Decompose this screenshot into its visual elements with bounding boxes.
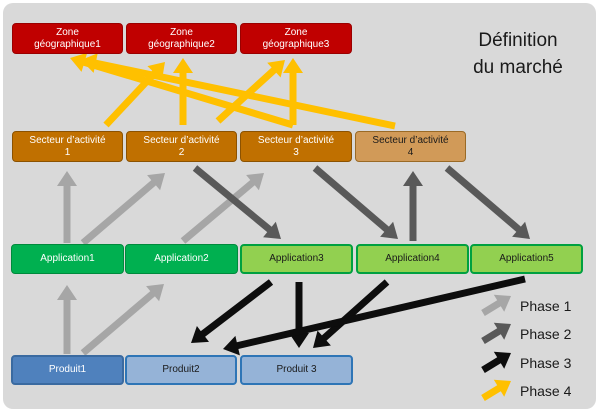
zone-box-2: Zone géographique2 [126, 23, 237, 54]
phase3-arrow-application3-produit3 [289, 282, 309, 348]
phase1-arrow-application1-secteur2 [80, 173, 165, 246]
legend-label-phase-3: Phase 3 [520, 355, 572, 371]
secteur-box-1: Secteur d’activité 1 [12, 131, 123, 162]
legend-label-phase-2: Phase 2 [520, 326, 572, 342]
phase2-arrow-secteur3-application4 [312, 165, 398, 239]
produit-box-1: Produit1 [11, 355, 124, 385]
phase3-arrow-application4-produit3 [313, 279, 390, 348]
legend-label-phase-1: Phase 1 [520, 298, 572, 314]
zone-box-3: Zone géographique3 [240, 23, 352, 54]
phase4-arrow-secteur3-zone3 [283, 58, 303, 125]
legend-arrow-phase-2-icon [481, 322, 511, 344]
diagram-canvas: Définition du marché Zone géographique1 … [3, 3, 596, 409]
legend-arrow-phase-3-icon [481, 351, 511, 373]
phase4-arrow-secteur4-zone1 [81, 53, 396, 130]
arrows-layer [57, 52, 530, 401]
application-box-1: Application1 [11, 244, 124, 274]
secteur-box-2: Secteur d’activité 2 [126, 131, 237, 162]
diagram-title: Définition du marché [473, 30, 563, 78]
legend-label-phase-4: Phase 4 [520, 383, 572, 399]
phase1-arrow-application2-secteur3 [180, 173, 264, 244]
phase2-arrow-application4-secteur4 [403, 171, 423, 241]
secteur-box-3: Secteur d’activité 3 [240, 131, 352, 162]
legend-arrow-phase-1-icon [481, 294, 511, 316]
phase3-arrow-application5-produit2 [223, 275, 526, 356]
secteur-box-4: Secteur d’activité 4 [355, 131, 466, 162]
zone-box-1: Zone géographique1 [12, 23, 123, 54]
application-box-2: Application2 [125, 244, 238, 274]
application-box-5: Application5 [470, 244, 583, 274]
phase3-arrow-application3-produit2 [191, 279, 274, 343]
application-box-4: Application4 [356, 244, 469, 274]
legend-arrow-phase-4-icon [481, 379, 511, 401]
produit-box-3: Produit 3 [240, 355, 353, 385]
phase1-arrow-application1-secteur1 [57, 171, 77, 243]
phase1-arrow-produit1-application2 [80, 284, 164, 356]
phase1-arrow-produit1-application1 [57, 285, 77, 354]
produit-box-2: Produit2 [125, 355, 237, 385]
phase2-arrow-secteur2-application3 [192, 165, 281, 239]
application-box-3: Application3 [240, 244, 353, 274]
phase2-arrow-secteur4-application5 [444, 165, 530, 239]
